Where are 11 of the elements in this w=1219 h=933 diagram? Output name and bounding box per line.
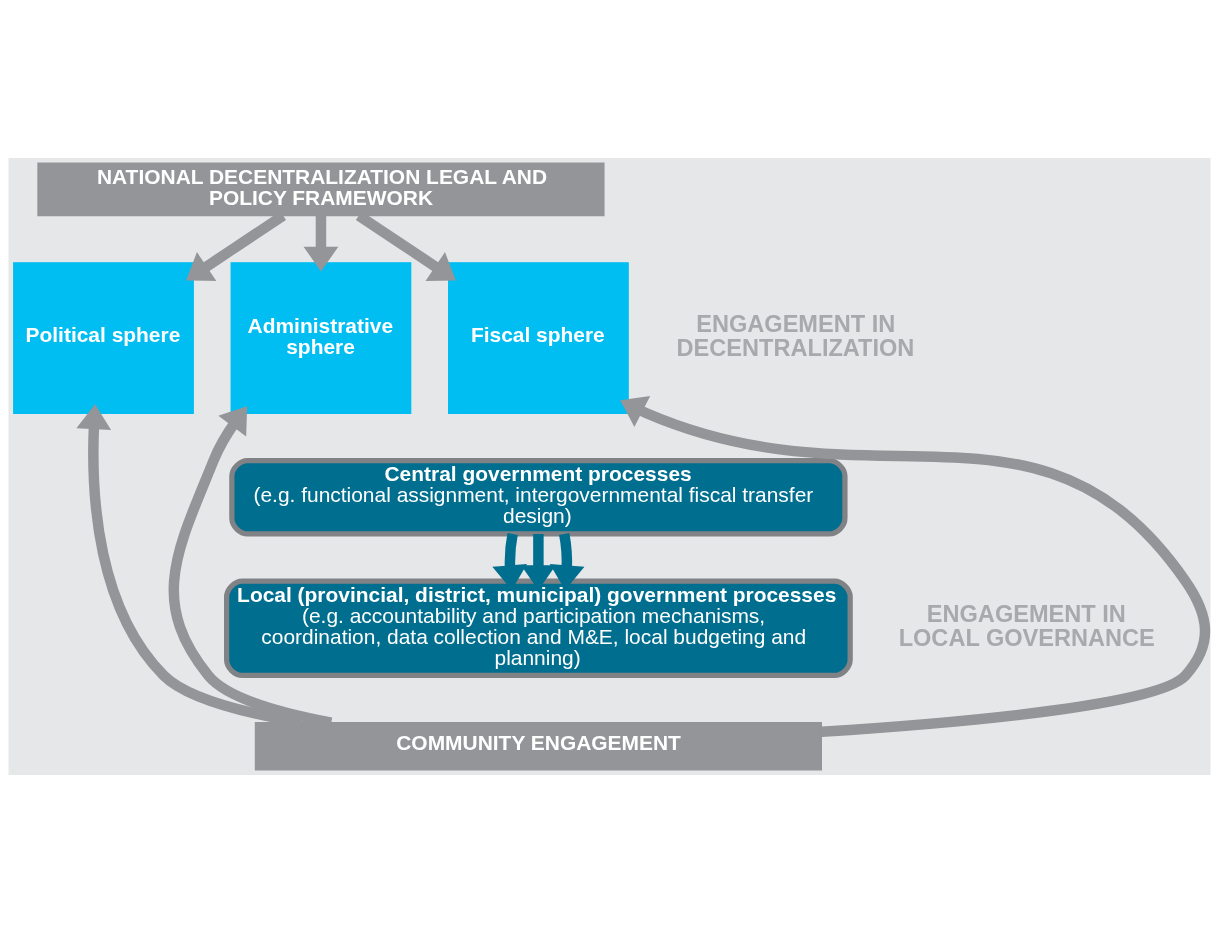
node-box: Central government processes (e.g. functional assignment, intergovernmental fiscal transfer design) bbox=[229, 458, 848, 537]
node-box: COMMUNITY ENGAGEMENT bbox=[254, 721, 822, 771]
label: ENGAGEMENT IN DECENTRALIZATION bbox=[676, 311, 915, 361]
node-box: Administrative sphere bbox=[230, 262, 412, 415]
node-box: Local (provincial, district, municipal) government processes (e.g. accountability and participation mechanisms, coordination, data collection and M&E, local budgeting and planning) bbox=[224, 578, 853, 679]
label: ENGAGEMENT IN LOCAL GOVERNANCE bbox=[898, 601, 1155, 651]
arrow bbox=[303, 215, 339, 272]
arrow bbox=[620, 395, 1211, 738]
node-box: Political sphere bbox=[13, 262, 194, 415]
node-box: NATIONAL DECENTRALIZATION LEGAL AND POLICY FRAMEWORK bbox=[37, 162, 605, 217]
node-box: Fiscal sphere bbox=[448, 262, 629, 415]
